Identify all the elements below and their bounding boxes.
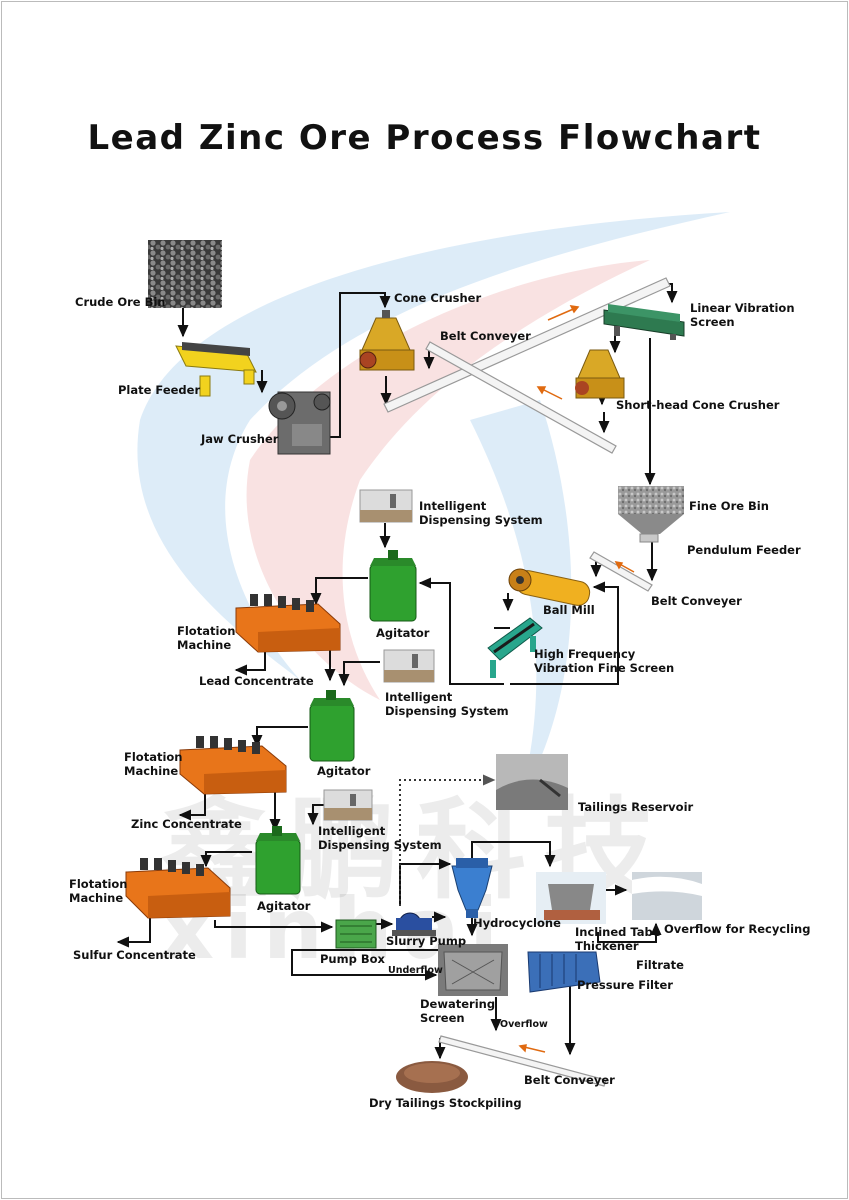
label-inclined-tube-thickener: Inclined Tabe Thickener xyxy=(575,925,661,953)
short-head-cone-crusher-image xyxy=(575,349,625,399)
agitator-3-image xyxy=(255,826,301,895)
label-crude-ore-bin: Crude Ore Bin xyxy=(75,295,166,309)
label-jaw-crusher: Jaw Crusher xyxy=(201,432,279,446)
flotation-machine-2-image xyxy=(179,736,287,795)
overflow-for-recycling-image xyxy=(632,872,702,920)
intelligent-dispensing-system-3-image xyxy=(323,789,373,821)
plate-feeder-image xyxy=(175,342,257,397)
high-frequency-screen-image xyxy=(487,617,543,678)
label-agitator-3: Agitator xyxy=(257,899,311,913)
label-ball-mill: Ball Mill xyxy=(543,603,595,617)
hydrocyclone-image xyxy=(451,858,493,918)
flotation-machine-3-image xyxy=(125,858,231,919)
label-hydrocyclone: Hydrocyclone xyxy=(473,916,561,930)
label-plate-feeder: Plate Feeder xyxy=(118,383,201,397)
label-intelligent-dispensing-1: Intelligent Dispensing System xyxy=(419,499,543,527)
cone-crusher-image xyxy=(359,310,415,371)
label-sulfur-concentrate: Sulfur Concentrate xyxy=(73,948,196,962)
linear-vibration-screen-image xyxy=(603,304,685,340)
label-high-frequency-screen: High Frequency Vibration Fine Screen xyxy=(534,647,675,675)
dry-tailings-stockpile-image xyxy=(396,1061,468,1093)
pressure-filter-image xyxy=(527,951,601,993)
label-intelligent-dispensing-2: Intelligent Dispensing System xyxy=(385,690,509,718)
label-agitator-1: Agitator xyxy=(376,626,430,640)
label-filtrate: Filtrate xyxy=(636,958,684,972)
label-flotation-machine-1: Flotation Machine xyxy=(177,624,236,652)
label-agitator-2: Agitator xyxy=(317,764,371,778)
jaw-crusher-image xyxy=(268,391,331,455)
ball-mill-image xyxy=(508,568,591,606)
inclined-tube-thickener-image xyxy=(536,872,606,924)
label-flotation-machine-3: Flotation Machine xyxy=(69,877,128,905)
pump-box-image xyxy=(335,919,377,949)
label-linear-vibration-screen: Linear Vibration Screen xyxy=(690,301,795,329)
intelligent-dispensing-system-1-image xyxy=(359,489,413,523)
label-belt-conveyer-top: Belt Conveyer xyxy=(440,329,531,343)
label-tailings-reservoir: Tailings Reservoir xyxy=(578,800,694,814)
label-zinc-concentrate: Zinc Concentrate xyxy=(131,817,242,831)
label-belt-conveyer-bottom: Belt Conveyer xyxy=(524,1073,615,1087)
label-intelligent-dispensing-3: Intelligent Dispensing System xyxy=(318,824,442,852)
label-underflow: Underflow xyxy=(388,965,443,976)
label-belt-conveyer-mid: Belt Conveyer xyxy=(651,594,742,608)
tailings-reservoir-image xyxy=(496,754,568,810)
label-pump-box: Pump Box xyxy=(320,952,385,966)
label-slurry-pump: Slurry Pump xyxy=(386,934,467,948)
label-lead-concentrate: Lead Concentrate xyxy=(199,674,314,688)
dewatering-screen-image xyxy=(438,944,508,996)
agitator-2-image xyxy=(309,690,355,762)
label-pendulum-feeder: Pendulum Feeder xyxy=(687,543,801,557)
label-dry-tailings-stockpiling: Dry Tailings Stockpiling xyxy=(369,1096,522,1110)
flotation-machine-1-image xyxy=(235,594,341,653)
label-fine-ore-bin: Fine Ore Bin xyxy=(689,499,769,513)
label-overflow: Overflow xyxy=(500,1019,548,1030)
label-overflow-for-recycling: Overflow for Recycling xyxy=(664,922,811,936)
label-cone-crusher: Cone Crusher xyxy=(394,291,482,305)
intelligent-dispensing-system-2-image xyxy=(383,649,435,683)
label-dewatering-screen: Dewatering Screen xyxy=(420,997,496,1025)
label-flotation-machine-2: Flotation Machine xyxy=(124,750,183,778)
label-short-head-cone-crusher: Short-head Cone Crusher xyxy=(616,398,780,412)
label-pressure-filter: Pressure Filter xyxy=(577,978,673,992)
crude-ore-bin-image xyxy=(148,240,222,308)
fine-ore-bin-image xyxy=(618,486,684,543)
agitator-1-image xyxy=(369,550,417,622)
page-title: Lead Zinc Ore Process Flowchart xyxy=(87,118,762,158)
slurry-pump-image xyxy=(392,912,436,936)
